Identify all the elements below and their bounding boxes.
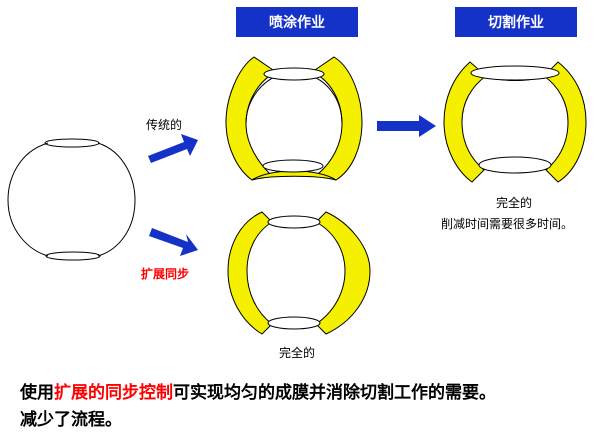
arrow-extended	[149, 228, 198, 256]
sprayed-sphere-uniform	[227, 211, 371, 335]
caption-post: 可实现均匀的成膜并消除切割工作的需要。	[173, 383, 496, 403]
arrow-to-cut	[377, 115, 436, 137]
sprayed-sphere-uneven	[225, 56, 363, 181]
caption-highlight: 扩展的同步控制	[54, 383, 173, 403]
label-extended-sync: 扩展同步	[141, 267, 190, 281]
plain-sphere	[7, 138, 136, 261]
label-complete-right: 完全的	[496, 196, 533, 210]
caption-pre: 使用	[20, 383, 54, 403]
cut-header: 切割作业	[455, 7, 577, 37]
label-complete-bottom: 完全的	[279, 346, 316, 360]
label-reduce-time: 削减时间需要很多时间。	[441, 217, 574, 231]
cut-sphere	[443, 61, 587, 183]
label-traditional: 传统的	[146, 118, 183, 132]
arrow-traditional	[148, 134, 198, 163]
spray-header: 喷涂作业	[236, 7, 358, 37]
caption-line-1: 使用扩展的同步控制可实现均匀的成膜并消除切割工作的需要。	[20, 378, 496, 403]
caption-line-2: 减少了流程。	[20, 410, 122, 430]
